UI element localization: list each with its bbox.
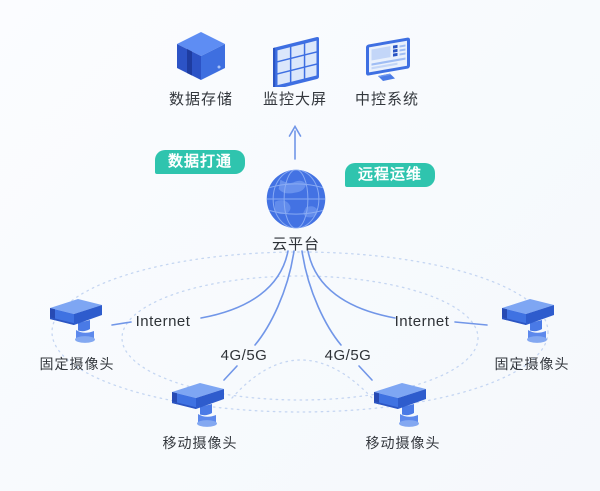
system-label-data-storage: 数据存储 — [168, 91, 233, 108]
video-wall-icon — [268, 27, 324, 87]
system-label-monitor-wall: 监控大屏 — [262, 91, 327, 108]
fixed-camera-left-icon — [44, 294, 112, 352]
link-label-4g5g-left: 4G/5G — [220, 347, 268, 364]
mobile-camera-left-icon — [166, 378, 234, 436]
system-label-central-control: 中控系统 — [354, 91, 419, 108]
camera-label-fixed-right: 固定摄像头 — [494, 356, 570, 372]
control-monitor-icon — [358, 28, 416, 86]
camera-label-mobile-right: 移动摄像头 — [365, 435, 441, 451]
database-cube-icon — [173, 28, 229, 84]
curve-cloud-to-internet-left — [200, 250, 289, 319]
globe-icon — [264, 167, 328, 231]
link-label-4g5g-right: 4G/5G — [324, 347, 372, 364]
link-label-internet-right: Internet — [394, 313, 450, 330]
tag-data-link: 数据打通 — [155, 150, 246, 174]
cloud-platform-label: 云平台 — [271, 236, 320, 253]
up-arrow-head — [288, 124, 302, 137]
mobile-cameras-dashed-arc — [231, 359, 373, 399]
fixed-camera-right-icon — [496, 294, 564, 352]
outer-orbit-dashed-ellipse — [51, 251, 549, 413]
mobile-camera-right-icon — [368, 378, 436, 436]
link-label-internet-left: Internet — [135, 313, 191, 330]
tag-remote-ops: 远程运维 — [345, 163, 436, 187]
curve-cloud-to-4g5g-left — [254, 250, 295, 346]
camera-label-mobile-left: 移动摄像头 — [162, 435, 238, 451]
curve-cloud-to-internet-right — [307, 250, 396, 319]
curve-cloud-to-4g5g-right — [301, 250, 342, 346]
camera-label-fixed-left: 固定摄像头 — [39, 356, 115, 372]
